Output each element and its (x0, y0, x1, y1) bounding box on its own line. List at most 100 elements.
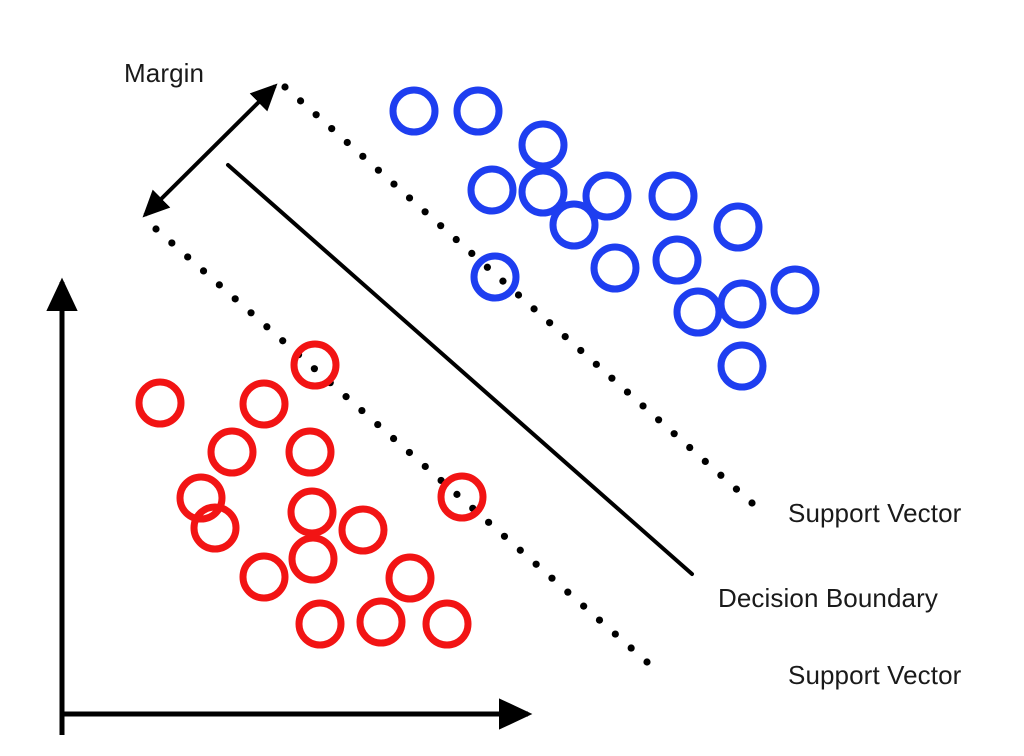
data-point (288, 534, 338, 584)
margin-dot (312, 111, 320, 119)
margin-dot (530, 305, 538, 313)
margin-dot (437, 222, 445, 230)
margin-dot (561, 333, 569, 341)
decision-boundary-label: Decision Boundary (718, 583, 938, 613)
margin-dot (655, 416, 663, 424)
data-point (207, 427, 257, 477)
margin-dot (580, 602, 588, 610)
margin-label: Margin (124, 58, 205, 88)
margin-arrow (142, 83, 278, 218)
margin-dot (452, 235, 460, 244)
margin-dot (548, 574, 556, 582)
margin-dot (564, 588, 572, 596)
margin-line-upper (281, 83, 756, 507)
data-point (176, 473, 226, 523)
margin-dot (215, 281, 223, 289)
data-point (648, 171, 698, 221)
margin-lines (152, 83, 756, 666)
margin-dot (686, 443, 694, 452)
point-series-0 (389, 86, 820, 391)
data-point (770, 265, 820, 315)
data-point (453, 86, 503, 136)
margin-dot (483, 263, 491, 271)
data-point (239, 552, 289, 602)
margin-dot (359, 152, 367, 160)
margin-dot (595, 616, 604, 624)
data-point (287, 487, 337, 537)
data-point (356, 597, 406, 647)
margin-dot (516, 546, 524, 554)
plot-axes (46, 277, 533, 735)
point-series-1 (135, 340, 487, 649)
data-point (470, 252, 520, 302)
margin-dot (152, 225, 160, 233)
margin-dot (199, 267, 208, 275)
margin-dot (247, 309, 255, 317)
margin-dot (405, 194, 414, 202)
margin-dot (231, 295, 239, 303)
margin-dot (184, 253, 192, 261)
margin-dot (453, 490, 461, 498)
margin-dot (374, 166, 382, 174)
data-point (135, 378, 185, 428)
data-point (717, 279, 767, 329)
margin-dot (748, 499, 756, 507)
margin-dot (639, 402, 647, 410)
data-point (338, 505, 388, 555)
data-point (518, 167, 568, 217)
data-point (239, 379, 289, 429)
margin-dot (514, 291, 523, 299)
margin-dot (421, 208, 429, 216)
support-vector-lower-label: Support Vector (788, 660, 962, 690)
margin-dot (389, 434, 398, 443)
margin-dot (627, 644, 635, 652)
data-point (549, 200, 599, 250)
margin-dot (281, 83, 289, 91)
margin-dot (468, 249, 476, 257)
margin-dot (421, 462, 429, 471)
data-point (389, 86, 439, 136)
data-point (385, 553, 435, 603)
margin-dot (328, 125, 336, 133)
margin-dot (611, 630, 619, 638)
data-point (437, 472, 487, 522)
data-point (190, 503, 240, 553)
data-point (467, 165, 517, 215)
margin-dot (390, 180, 398, 188)
margin-dot (717, 471, 725, 479)
margin-dot (279, 337, 287, 345)
margin-dot (546, 319, 554, 327)
margin-dot (374, 420, 382, 429)
margin-dot (485, 518, 493, 526)
margin-dot (608, 374, 616, 382)
data-point (518, 120, 568, 170)
data-point (673, 287, 723, 337)
margin-dot (499, 277, 507, 285)
margin-double-arrow (142, 83, 278, 218)
support-vector-upper-label: Support Vector (788, 498, 962, 528)
margin-dot (577, 346, 585, 355)
decision-boundary-line (226, 163, 694, 576)
margin-dot (342, 393, 350, 401)
margin-dot (643, 658, 651, 666)
margin-dot (670, 430, 678, 438)
data-point (590, 243, 640, 293)
data-point (652, 235, 702, 285)
margin-dot (701, 457, 709, 465)
data-point (295, 599, 345, 649)
margin-line-lower (152, 225, 651, 666)
data-point (290, 340, 340, 390)
margin-dot (732, 485, 741, 493)
margin-dot (358, 406, 366, 415)
data-point (422, 599, 472, 649)
margin-dot (500, 532, 509, 540)
margin-dot (263, 323, 271, 331)
data-point (582, 171, 632, 221)
decision-boundary (226, 163, 694, 576)
margin-dot (168, 239, 176, 247)
data-point (717, 341, 767, 391)
margin-dot (310, 365, 318, 373)
data-points (135, 86, 820, 649)
